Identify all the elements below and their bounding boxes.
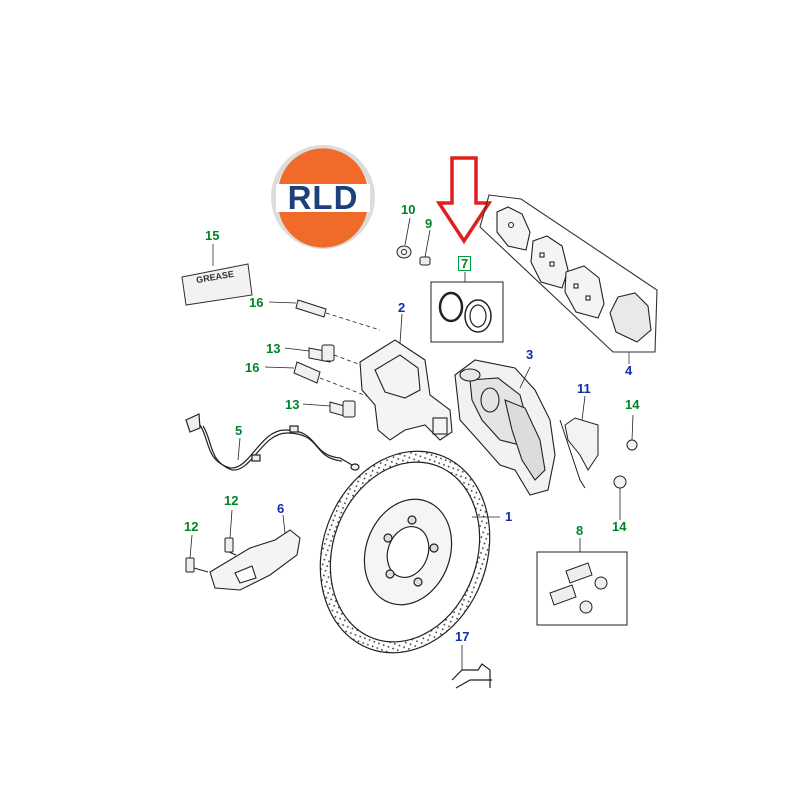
part-label-16a: 16 [249, 295, 264, 310]
brake-caliper [454, 359, 556, 496]
logo-text: RLD [287, 179, 359, 216]
mounting-bracket [451, 645, 492, 689]
brake-dust-shield [209, 514, 301, 591]
part-label-8: 8 [576, 523, 584, 538]
part-label-10: 10 [401, 202, 416, 217]
part-label-6: 6 [277, 501, 285, 516]
part-label-11: 11 [577, 381, 591, 396]
pointer-arrow [435, 156, 493, 245]
part-label-14b: 14 [612, 519, 627, 534]
wear-sensor-cable [185, 413, 360, 471]
part-label-1: 1 [505, 509, 513, 524]
seal-kit [430, 272, 504, 343]
bleed-nipple-and-cap [396, 217, 431, 266]
part-label-5: 5 [235, 423, 243, 438]
brake-pad-set [479, 194, 658, 364]
brake-disc [319, 450, 500, 654]
part-label-14a: 14 [625, 397, 640, 412]
part-label-12a: 12 [224, 493, 239, 508]
part-label-2: 2 [398, 300, 406, 315]
anti-rattle-clips [613, 414, 638, 520]
pad-retaining-spring [559, 395, 599, 489]
shield-bolts [185, 509, 237, 573]
caliper-carrier [359, 313, 453, 441]
rld-logo [271, 145, 375, 249]
part-label-9: 9 [425, 216, 433, 231]
grease-packet [181, 244, 253, 306]
part-label-15: 15 [205, 228, 220, 243]
part-label-16b: 16 [245, 360, 260, 375]
guide-pins-and-bolts [264, 299, 381, 418]
slide-pin-kit [536, 538, 628, 626]
part-label-7: 7 [458, 256, 472, 271]
part-label-3: 3 [526, 347, 534, 362]
part-label-17: 17 [455, 629, 470, 644]
part-label-13a: 13 [266, 341, 281, 356]
part-label-4: 4 [625, 363, 633, 378]
part-label-13b: 13 [285, 397, 300, 412]
part-label-12b: 12 [184, 519, 199, 534]
